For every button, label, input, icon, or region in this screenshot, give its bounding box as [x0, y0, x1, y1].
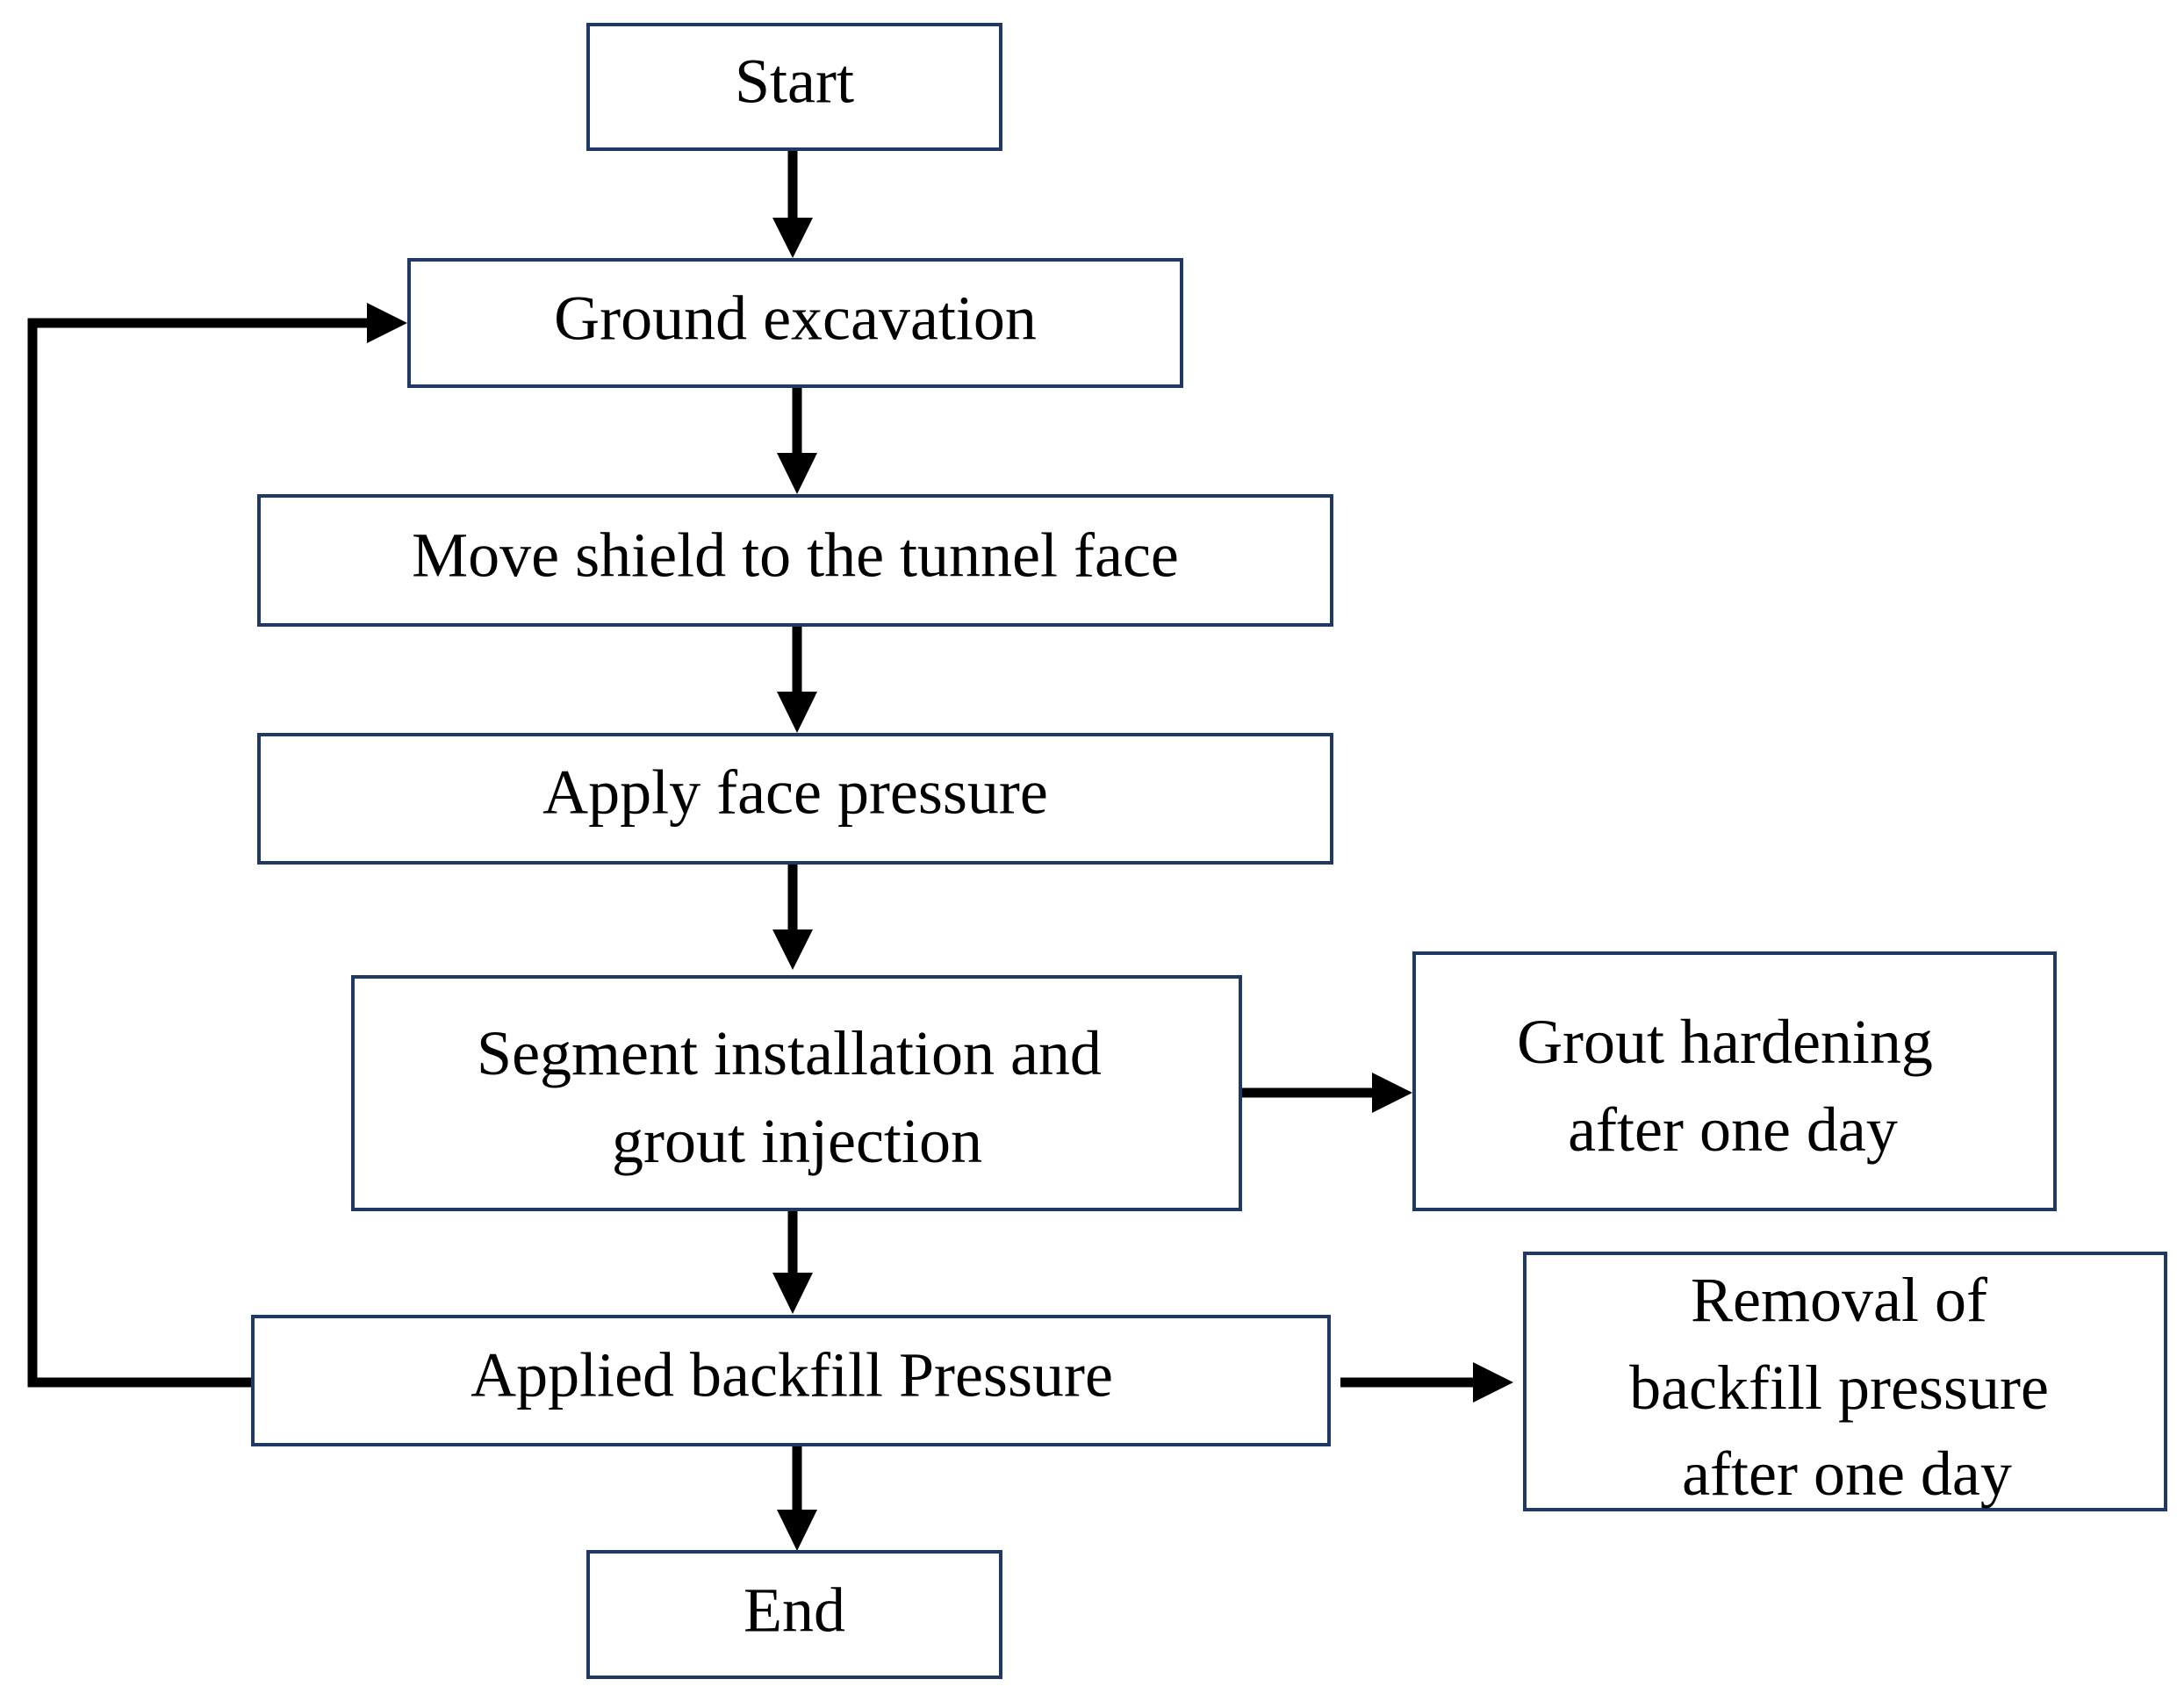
end-label: End — [744, 1575, 845, 1646]
grout-hardening-node: Grout hardening after one day — [1412, 951, 2057, 1211]
grout-hardening-label: Grout hardening after one day — [1517, 1007, 1949, 1165]
apply-face-pressure-node: Apply face pressure — [257, 733, 1333, 865]
removal-backfill-line-2: backfill pressure — [1629, 1353, 2049, 1423]
arrowhead-shield-to-face-pressure — [777, 692, 817, 733]
move-shield-node: Move shield to the tunnel face — [257, 494, 1333, 627]
arrowhead-backfill-to-end — [777, 1510, 817, 1551]
end-box — [586, 1550, 1002, 1679]
arrowhead-start-to-excavation — [772, 218, 813, 258]
start-box — [586, 23, 1002, 151]
start-node: Start — [586, 23, 1002, 151]
arrowhead-face-pressure-to-segment — [772, 929, 813, 970]
removal-backfill-line-3: after one day — [1682, 1439, 2012, 1509]
segment-installation-label: Segment installation and grout injection — [477, 1018, 1117, 1176]
arrowhead-loop-to-excavation — [367, 303, 407, 343]
ground-excavation-box — [407, 258, 1183, 388]
removal-backfill-box — [1523, 1252, 2167, 1511]
move-shield-label: Move shield to the tunnel face — [412, 520, 1179, 591]
arrowhead-segment-to-backfill — [772, 1273, 813, 1314]
end-node: End — [586, 1550, 1002, 1679]
connectors — [27, 149, 1513, 1551]
arrowhead-segment-to-grout-hardening — [1372, 1073, 1412, 1113]
applied-backfill-node: Applied backfill Pressure — [251, 1315, 1331, 1446]
segment-installation-line-2: grout injection — [612, 1106, 982, 1176]
segment-installation-box — [351, 975, 1242, 1211]
segment-installation-node: Segment installation and grout injection — [351, 975, 1242, 1211]
applied-backfill-label: Applied backfill Pressure — [471, 1340, 1113, 1410]
ground-excavation-label: Ground excavation — [554, 283, 1037, 354]
move-shield-box — [257, 494, 1333, 627]
arrowhead-backfill-to-removal — [1473, 1362, 1513, 1403]
grout-hardening-line-1: Grout hardening — [1517, 1007, 1933, 1077]
grout-hardening-box — [1412, 951, 2057, 1211]
apply-face-pressure-box — [257, 733, 1333, 865]
grout-hardening-line-2: after one day — [1568, 1094, 1898, 1165]
apply-face-pressure-label: Apply face pressure — [542, 757, 1048, 828]
removal-backfill-line-1: Removal of — [1691, 1265, 1987, 1335]
start-label: Start — [735, 47, 854, 117]
applied-backfill-box — [251, 1315, 1331, 1446]
removal-backfill-label: Removal of backfill pressure after one d… — [1629, 1265, 2065, 1509]
segment-installation-line-1: Segment installation and — [477, 1018, 1102, 1088]
removal-backfill-node: Removal of backfill pressure after one d… — [1523, 1252, 2167, 1511]
ground-excavation-node: Ground excavation — [407, 258, 1183, 388]
arrowhead-excavation-to-shield — [777, 453, 817, 494]
loop-arrow-backfill-to-excavation — [27, 318, 369, 1388]
